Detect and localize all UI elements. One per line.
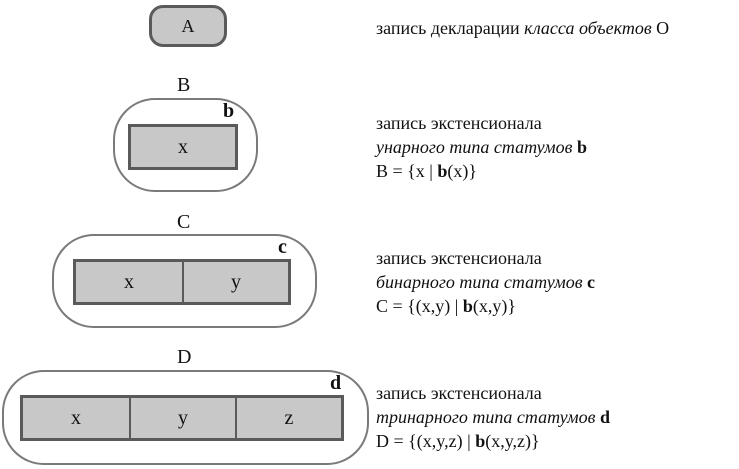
binary-extension-label: C	[177, 211, 191, 233]
binary-status-badge: c	[278, 236, 287, 258]
record-cell-y: y	[129, 398, 235, 438]
ternary-extension-capsule	[2, 370, 369, 465]
binary-extension-capsule	[52, 234, 317, 328]
ternary-extension-description: запись экстенсионала тринарного типа ста…	[376, 383, 610, 451]
unary-extension-capsule	[113, 98, 258, 192]
binary-extension-description: запись экстенсионала бинарного типа стат…	[376, 248, 596, 316]
ternary-record-box: x y z	[20, 395, 344, 441]
unary-record-box: x	[128, 124, 238, 170]
class-declaration-label: A	[181, 15, 195, 36]
ternary-status-badge: d	[330, 372, 342, 394]
record-cell-y: y	[182, 262, 288, 302]
record-cell-z: z	[235, 398, 341, 438]
ternary-extension-label: D	[177, 346, 192, 368]
record-cell-x: x	[71, 406, 81, 429]
unary-extension-label: B	[177, 74, 191, 96]
record-cell-x: x	[178, 135, 188, 158]
unary-status-badge: b	[223, 100, 235, 122]
binary-record-box: x y	[73, 259, 291, 305]
record-cell-x: x	[124, 270, 134, 293]
class-declaration-box: A	[149, 5, 227, 47]
unary-extension-description: запись экстенсионала унарного типа стату…	[376, 113, 587, 181]
class-declaration-description: запись декларации класса объектов O	[376, 18, 670, 38]
